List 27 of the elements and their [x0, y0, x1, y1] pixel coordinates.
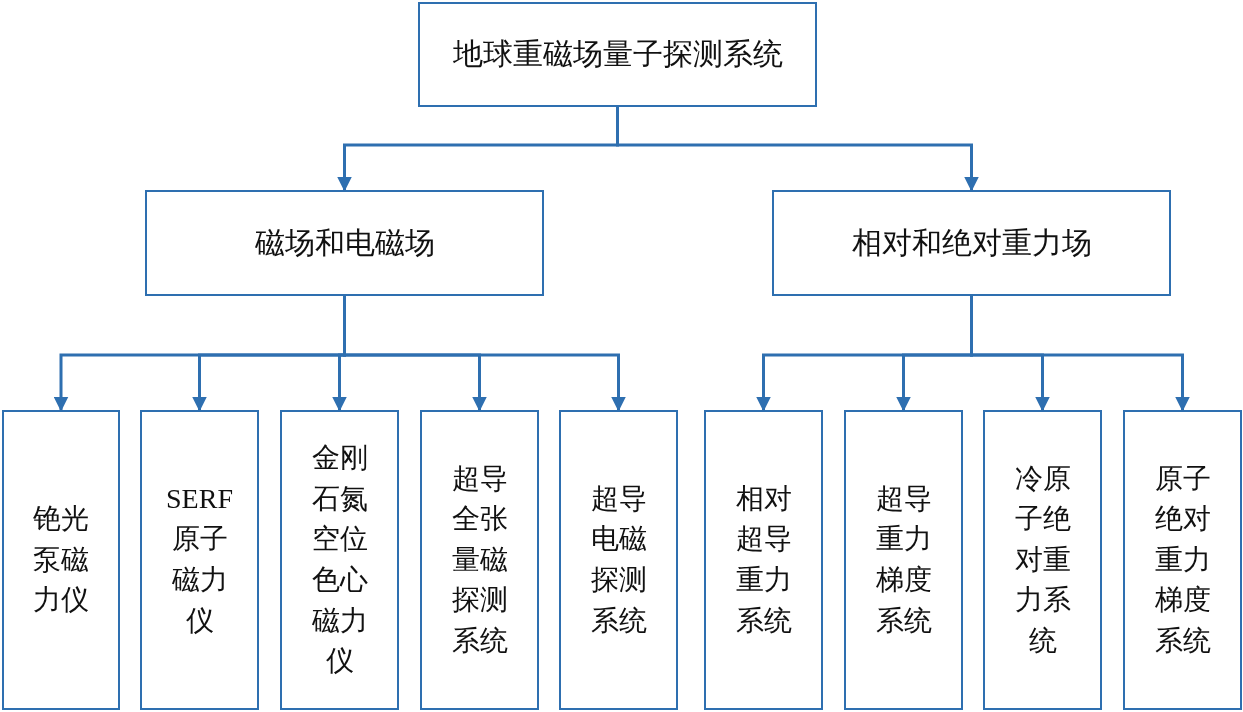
box-label: 磁场和电磁场: [254, 224, 435, 261]
category-box: [844, 410, 963, 710]
box-label: SERF原子磁力仪: [165, 481, 234, 638]
box-label: 超导重力梯度系统: [874, 481, 933, 638]
category-box: [704, 410, 823, 710]
category-box: [280, 410, 399, 710]
category-box: [2, 410, 120, 710]
connector-arrow: [616, 107, 979, 192]
category-box: [559, 410, 678, 710]
category-box: [1123, 410, 1242, 710]
connector-arrow: [970, 296, 1190, 412]
category-box: [418, 2, 817, 107]
category-box: [772, 190, 1171, 296]
box-label: 金刚石氮空位色心磁力仪: [310, 441, 369, 679]
box-label: 超导电磁探测系统: [589, 481, 648, 638]
box-label: 超导全张量磁探测系统: [450, 461, 509, 658]
connector-arrow: [343, 296, 626, 412]
category-box: [983, 410, 1102, 710]
category-box: [140, 410, 259, 710]
box-label: 地球重磁场量子探测系统: [452, 36, 783, 72]
box-label: 冷原子绝对重力系统: [1013, 461, 1072, 658]
category-box: [145, 190, 544, 296]
category-box: [420, 410, 539, 710]
box-label: 相对和绝对重力场: [851, 224, 1092, 261]
box-label: 铯光泵磁力仪: [32, 502, 90, 618]
box-label: 原子绝对重力梯度系统: [1153, 461, 1212, 658]
box-label: 相对超导重力系统: [734, 481, 793, 638]
